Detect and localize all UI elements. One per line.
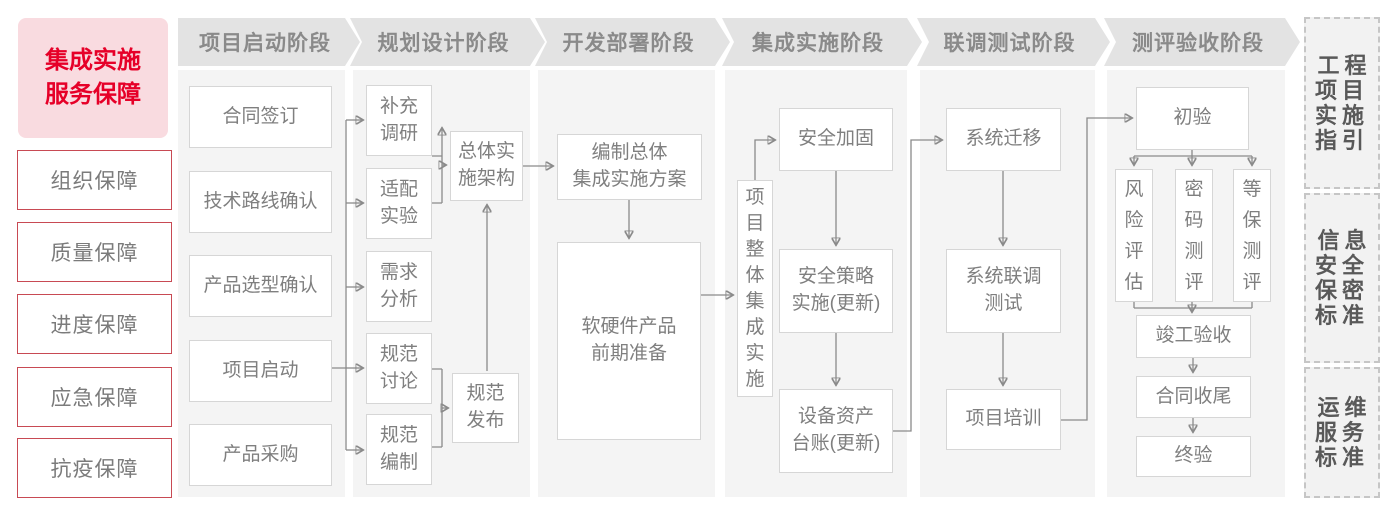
box-classified-protection-evaluation: 等保测评 xyxy=(1233,169,1271,302)
box-requirement-analysis: 需求 分析 xyxy=(366,251,432,322)
box-tech-route-confirm: 技术路线确认 xyxy=(189,171,332,233)
box-system-migration: 系统迁移 xyxy=(946,108,1061,171)
box-product-selection-confirm: 产品选型确认 xyxy=(189,255,332,317)
box-supplementary-research: 补充 调研 xyxy=(366,85,432,156)
phase-header-evaluation-acceptance: 测评验收阶段 xyxy=(1104,18,1300,66)
box-hw-sw-product-preparation: 软硬件产品 前期准备 xyxy=(557,242,701,440)
sidebar-item-organization-assurance: 组织保障 xyxy=(17,150,172,210)
box-spec-discussion: 规范 讨论 xyxy=(366,333,432,404)
box-risk-assessment: 风险评估 xyxy=(1115,169,1153,302)
box-spec-release: 规范 发布 xyxy=(452,373,519,443)
sidebar-item-schedule-assurance: 进度保障 xyxy=(17,294,172,354)
box-crypto-evaluation: 密码测评 xyxy=(1175,169,1213,302)
box-final-acceptance: 终验 xyxy=(1136,436,1251,477)
box-project-kickoff: 项目启动 xyxy=(189,340,332,402)
box-initial-acceptance: 初验 xyxy=(1136,87,1249,150)
box-overall-implementation-architecture: 总体实 施架构 xyxy=(450,131,523,201)
box-completion-acceptance: 竣工验收 xyxy=(1136,315,1251,358)
box-adaptation-experiment: 适配 实验 xyxy=(366,168,432,239)
box-spec-drafting: 规范 编制 xyxy=(366,414,432,485)
sidebar-item-quality-assurance: 质量保障 xyxy=(17,222,172,282)
box-contract-signing: 合同签订 xyxy=(189,86,332,148)
phase-header-project-kickoff: 项目启动阶段 xyxy=(178,18,360,66)
box-overall-project-integration: 项目整体集成实施 xyxy=(737,180,773,397)
box-security-policy-implementation: 安全策略 实施(更新) xyxy=(779,249,893,333)
standard-om-service: 运维 服务 标准 xyxy=(1304,367,1380,498)
box-overall-integration-plan: 编制总体 集成实施方案 xyxy=(557,134,702,200)
box-equipment-asset-ledger: 设备资产 台账(更新) xyxy=(779,389,893,473)
box-product-procurement: 产品采购 xyxy=(189,424,332,486)
phase-header-integration-implementation: 集成实施阶段 xyxy=(722,18,922,66)
box-system-joint-debug-test: 系统联调 测试 xyxy=(946,249,1061,333)
box-contract-closure: 合同收尾 xyxy=(1136,376,1251,418)
sidebar-item-epidemic-assurance: 抗疫保障 xyxy=(17,438,172,498)
phase-header-planning-design: 规划设计阶段 xyxy=(350,18,545,66)
sidebar-title: 集成实施 服务保障 xyxy=(18,18,168,138)
sidebar-item-emergency-assurance: 应急保障 xyxy=(17,367,172,427)
phase-header-joint-debug-test: 联调测试阶段 xyxy=(917,18,1110,66)
phase-header-dev-deployment: 开发部署阶段 xyxy=(535,18,730,66)
box-project-training: 项目培训 xyxy=(946,389,1061,450)
standard-information-security-confidentiality: 信息 安全 保密 标准 xyxy=(1304,193,1380,363)
box-security-hardening: 安全加固 xyxy=(779,108,893,171)
standard-project-implementation-guide: 工程 项目 实施 指引 xyxy=(1304,17,1380,189)
